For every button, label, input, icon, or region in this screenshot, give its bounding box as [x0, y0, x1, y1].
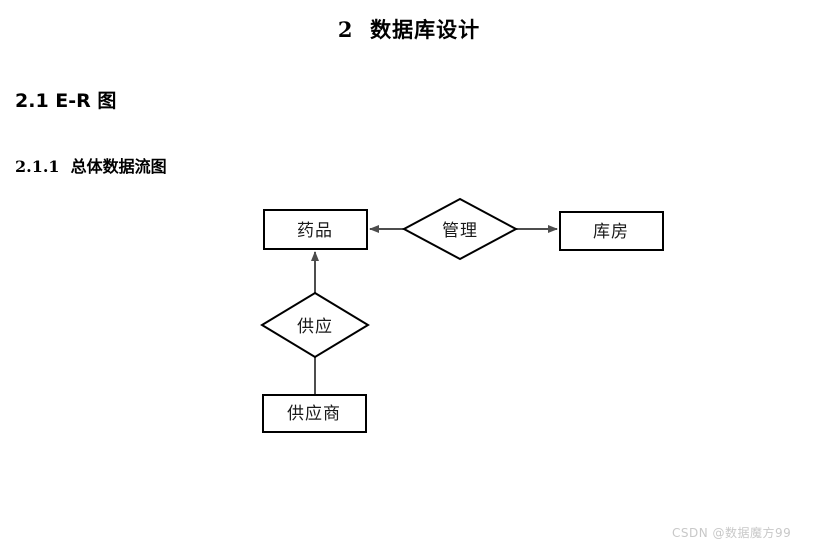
entity-warehouse: 库房	[559, 211, 664, 251]
entity-drug-label: 药品	[297, 221, 333, 241]
relationship-manage-label: 管理	[442, 221, 478, 241]
csdn-watermark: CSDN @数据魔方99	[672, 526, 792, 540]
entity-drug: 药品	[263, 209, 368, 250]
relationship-supply: 供应	[260, 291, 370, 359]
entity-warehouse-label: 库房	[593, 222, 629, 242]
entity-supplier-label: 供应商	[287, 404, 341, 424]
section-heading-2-1: 2.1 E-R 图	[15, 90, 117, 112]
subsection-heading-2-1-1: 2.1.1 总体数据流图	[15, 157, 167, 176]
relationship-manage: 管理	[401, 197, 519, 261]
er-diagram: 药品 库房 供应商 管理 供应	[240, 190, 690, 450]
entity-supplier: 供应商	[262, 394, 367, 433]
relationship-supply-label: 供应	[297, 317, 333, 337]
page-title: 2 数据库设计	[337, 17, 481, 42]
